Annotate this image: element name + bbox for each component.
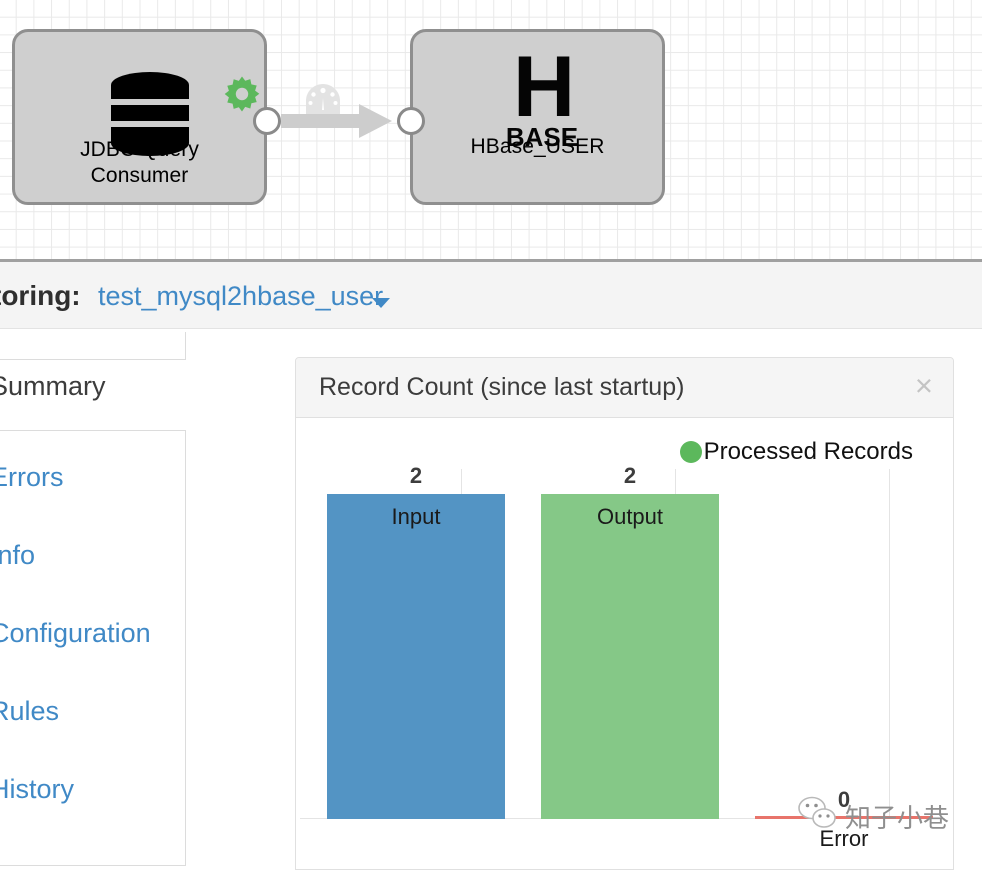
bar-rect: [755, 816, 933, 819]
legend-color-swatch: [679, 441, 702, 463]
gear-icon[interactable]: [220, 74, 264, 118]
sidebar-item-info[interactable]: Info: [0, 540, 36, 570]
monitoring-bar: toring: test_mysql2hbase_user: [0, 262, 982, 329]
connector-link[interactable]: [281, 114, 363, 128]
legend-label: Processed Records: [703, 438, 913, 465]
bar-category-label: Input: [391, 504, 441, 529]
gridline: [889, 469, 890, 819]
bar-category-label: Error: [819, 826, 869, 851]
panel-title: Record Count (since last startup): [319, 373, 685, 401]
chart-legend: Processed Records: [679, 438, 913, 466]
bar-value-label: 2: [623, 463, 637, 488]
bar-error[interactable]: 0 Error: [755, 787, 933, 851]
sidebar-nav-panel: [0, 430, 186, 866]
monitoring-label: toring:: [0, 280, 81, 311]
bar-value-label: 0: [837, 787, 851, 812]
chart-body: Processed Records 2 Input 2 Output 0 Err…: [296, 419, 953, 869]
tab-summary[interactable]: Summary: [0, 371, 106, 401]
sidebar-item-configuration[interactable]: Configuration: [0, 618, 151, 648]
output-port[interactable]: [253, 107, 281, 135]
sidebar: Summary Errors Info Configuration Rules …: [0, 329, 186, 870]
record-count-panel: Record Count (since last startup) × Proc…: [295, 357, 954, 870]
bar-chart-plot: 2 Input 2 Output 0 Error: [300, 463, 951, 869]
bar-rect: [327, 494, 505, 819]
pipeline-canvas[interactable]: JDBC Query Consumer H BASE HBase_USER: [0, 0, 982, 262]
stage-hbase-user[interactable]: H BASE HBase_USER: [410, 29, 665, 205]
stage-jdbc-query-consumer[interactable]: JDBC Query Consumer: [12, 29, 267, 205]
sidebar-item-errors[interactable]: Errors: [0, 462, 64, 492]
sidebar-item-rules[interactable]: Rules: [0, 696, 60, 726]
bar-category-label: Output: [596, 504, 664, 529]
bar-value-label: 2: [409, 463, 423, 488]
panel-header: Record Count (since last startup) ×: [296, 358, 953, 418]
stage-label: JDBC Query Consumer: [80, 138, 199, 187]
close-icon[interactable]: ×: [914, 368, 933, 403]
hbase-logo-icon: H BASE: [498, 39, 586, 150]
pipeline-name-link[interactable]: test_mysql2hbase_user: [98, 281, 384, 311]
bar-input[interactable]: 2 Input: [327, 463, 505, 819]
connector-arrow-icon: [359, 104, 392, 138]
hbase-logo-base: BASE: [505, 122, 579, 152]
database-icon: [111, 72, 189, 156]
bar-rect: [541, 494, 719, 819]
sidebar-item-history[interactable]: History: [0, 774, 75, 804]
stage-label: HBase_USER: [470, 135, 605, 158]
summary-tab-box[interactable]: [0, 332, 186, 360]
bar-output[interactable]: 2 Output: [541, 463, 719, 819]
hbase-logo-h: H: [512, 39, 575, 135]
chevron-down-icon[interactable]: [372, 298, 390, 308]
input-port[interactable]: [397, 107, 425, 135]
gauge-icon[interactable]: [303, 83, 343, 115]
